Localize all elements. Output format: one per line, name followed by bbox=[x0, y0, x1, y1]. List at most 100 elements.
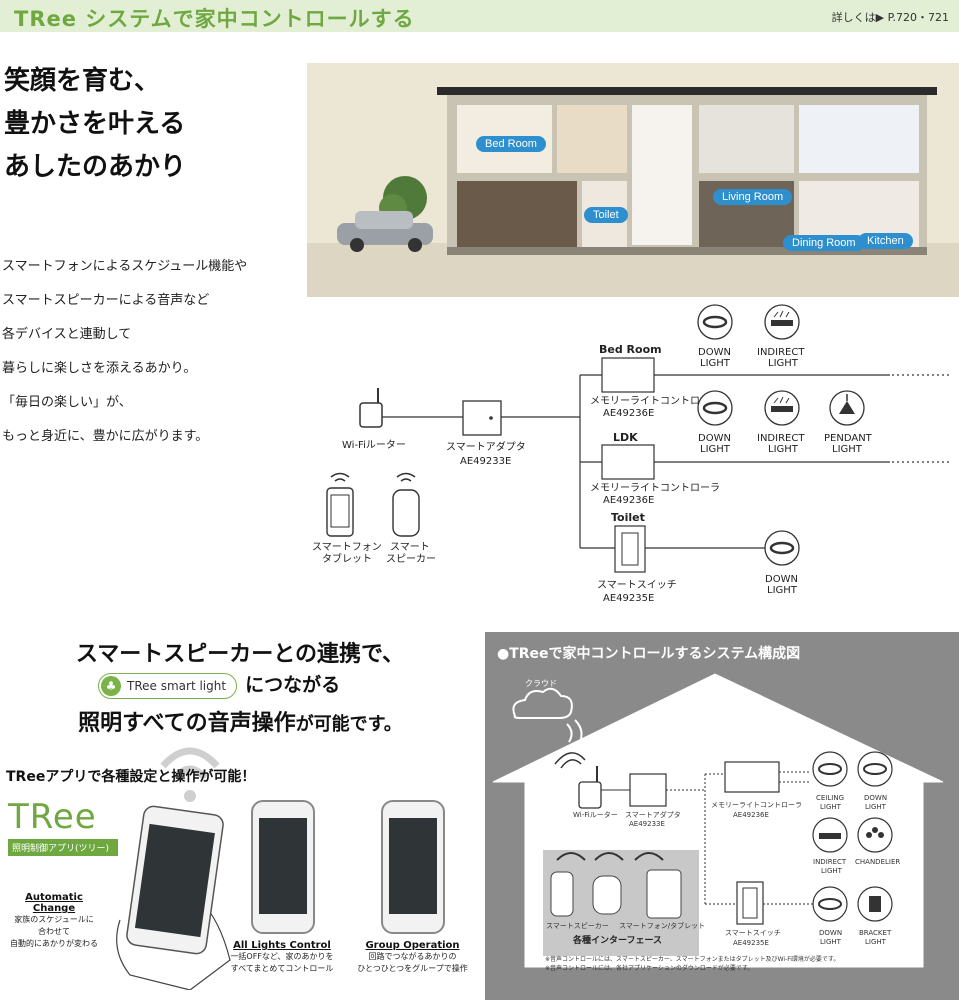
controller-icon bbox=[601, 357, 655, 393]
ceiling-light-icon bbox=[812, 751, 848, 787]
down-light-icon bbox=[697, 390, 733, 426]
headline-line: あしたのあかり bbox=[4, 152, 187, 182]
label-toilet: Toilet bbox=[584, 207, 628, 223]
wifi-icon bbox=[160, 747, 220, 802]
bracket-label: BRACKET bbox=[859, 929, 892, 937]
speaker-label: スマートスピーカー bbox=[546, 922, 609, 930]
controller-label: メモリーライトコントローラ bbox=[590, 482, 720, 494]
pendant-light-icon bbox=[829, 390, 865, 426]
feature-title: All Lights Control bbox=[233, 940, 331, 951]
hand-phone-illustration bbox=[116, 805, 231, 990]
bracket-light-icon bbox=[857, 886, 893, 922]
feature-group-operation: Group Operation 回路でつながるあかりの ひとつひとつをグループで… bbox=[350, 940, 475, 975]
smart-adapter-icon bbox=[462, 400, 502, 436]
leaf-icon: ♣ bbox=[101, 675, 121, 696]
intro-text: スマートフォンによるスケジュール機能や スマートスピーカーによる音声など 各デバ… bbox=[2, 250, 247, 454]
down-light-icon bbox=[812, 886, 848, 922]
wifi-signal-icon bbox=[330, 472, 416, 482]
router-label: Wi-Fiルーター bbox=[573, 810, 618, 819]
indirect-light-label: INDIRECT bbox=[757, 433, 805, 444]
house-illustration: Bed Room Toilet Living Room Dining Room … bbox=[307, 63, 959, 297]
indirect-light-label: INDIRECT bbox=[757, 347, 805, 358]
down-label: DOWN bbox=[819, 929, 842, 937]
ceiling-label: CEILING bbox=[816, 794, 844, 802]
router-label: Wi-Fiルーター bbox=[342, 439, 406, 451]
down-light-icon bbox=[857, 751, 893, 787]
room-ldk: LDK bbox=[613, 431, 638, 444]
feature-title: Group Operation bbox=[365, 940, 460, 951]
promo-line-3b: が可能です。 bbox=[295, 714, 402, 735]
system-diagram: クラウド Wi-Fiルーター スマートアダプタ AE49233E メモリーライト… bbox=[492, 673, 944, 972]
promo-line-2-text: につながる bbox=[245, 674, 341, 696]
feature-desc: 回路でつながるあかりの bbox=[368, 952, 457, 961]
feature-desc: 家族のスケジュールに bbox=[14, 915, 94, 924]
adapter-label: スマートアダプタ bbox=[446, 440, 526, 453]
smart-speaker-icon bbox=[550, 871, 574, 917]
headline-line: 豊かさを叶える bbox=[4, 109, 186, 139]
indirect-light-icon bbox=[764, 304, 800, 340]
indirect-light-label: LIGHT bbox=[768, 444, 799, 455]
switch-code: AE49235E bbox=[733, 939, 769, 947]
feature-desc: すべてまとめてコントロール bbox=[230, 964, 334, 973]
down-light-label: LIGHT bbox=[700, 358, 731, 369]
cloud-icon bbox=[512, 687, 583, 749]
controller-code: AE49236E bbox=[603, 408, 654, 419]
intro-line: 暮らしに楽しさを添えるあかり。 bbox=[2, 361, 197, 376]
phone-label: スマートフォン bbox=[312, 542, 382, 553]
pendant-light-label: LIGHT bbox=[832, 444, 863, 455]
adapter-code: AE49233E bbox=[629, 820, 665, 828]
feature-desc: 合わせて bbox=[38, 927, 70, 936]
header-bar bbox=[0, 0, 959, 32]
interfaces-label: 各種インターフェース bbox=[572, 934, 662, 946]
ceiling-label: LIGHT bbox=[820, 803, 842, 811]
phone-label: タブレット bbox=[322, 552, 372, 565]
down-light-icon bbox=[697, 304, 733, 340]
indirect-label: LIGHT bbox=[821, 867, 843, 875]
indirect-label: INDIRECT bbox=[813, 858, 847, 866]
down-label: DOWN bbox=[864, 794, 887, 802]
feature-automatic-change: Automatic Change 家族のスケジュールに 合わせて 自動的にあかり… bbox=[4, 892, 104, 950]
headline-line: 笑顔を育む、 bbox=[4, 66, 161, 96]
intro-line: 「毎日の楽しい」が、 bbox=[2, 395, 132, 410]
controller-icon bbox=[724, 761, 780, 793]
tree-smart-light-logo: ♣ TRee smart light bbox=[98, 672, 238, 699]
logo-text: TRee smart light bbox=[127, 678, 227, 693]
promo-line-1: スマートスピーカーとの連携で、 bbox=[75, 642, 405, 667]
wifi-router-icon bbox=[359, 388, 383, 428]
cloud-label: クラウド bbox=[525, 679, 557, 688]
down-label: LIGHT bbox=[865, 803, 887, 811]
system-note: ※音声コントロールには、各社アプリケーションのダウンロードが必要です。 bbox=[545, 964, 753, 972]
speaker-label: スピーカー bbox=[386, 553, 436, 565]
controller-label: メモリーライトコントローラ bbox=[590, 395, 720, 407]
chandelier-label: CHANDELIER bbox=[855, 858, 900, 866]
controller-code: AE49236E bbox=[733, 811, 769, 819]
switch-label: スマートスイッチ bbox=[597, 579, 677, 591]
down-light-label: LIGHT bbox=[700, 444, 731, 455]
label-kitchen: Kitchen bbox=[858, 233, 913, 249]
adapter-label: スマートアダプタ bbox=[625, 810, 681, 819]
chandelier-icon bbox=[857, 817, 893, 853]
tree-app-logo: TRee 照明制御アプリ(ツリー) bbox=[8, 797, 118, 856]
page-reference: 詳しくは▶ P.720・721 bbox=[831, 11, 949, 24]
bracket-label: LIGHT bbox=[865, 938, 887, 946]
feature-title: Automatic Change bbox=[25, 892, 83, 914]
switch-label: スマートスイッチ bbox=[725, 929, 781, 937]
down-label: LIGHT bbox=[820, 938, 842, 946]
controller-code: AE49236E bbox=[603, 495, 654, 506]
smart-adapter-icon bbox=[629, 773, 667, 807]
down-light-label: DOWN bbox=[698, 347, 731, 358]
controller-icon bbox=[601, 444, 655, 480]
wifi-router-icon bbox=[554, 752, 602, 809]
feature-desc: 一括OFFなど、家のあかりを bbox=[230, 952, 334, 961]
promo-line-3: 照明すべての音声操作が可能です。 bbox=[0, 705, 480, 737]
smart-speaker-icon bbox=[592, 875, 622, 915]
intro-line: スマートフォンによるスケジュール機能や bbox=[2, 259, 248, 274]
wifi-signal-icon bbox=[556, 852, 664, 861]
indirect-light-icon bbox=[764, 390, 800, 426]
house-drawing bbox=[307, 63, 959, 297]
tree-brand-sub: 照明制御アプリ(ツリー) bbox=[8, 839, 118, 856]
intro-line: もっと身近に、豊かに広がります。 bbox=[2, 429, 209, 444]
tree-brand-word: TRee bbox=[8, 797, 97, 837]
phone-screen bbox=[259, 818, 307, 914]
feature-desc: ひとつひとつをグループで操作 bbox=[357, 964, 468, 973]
